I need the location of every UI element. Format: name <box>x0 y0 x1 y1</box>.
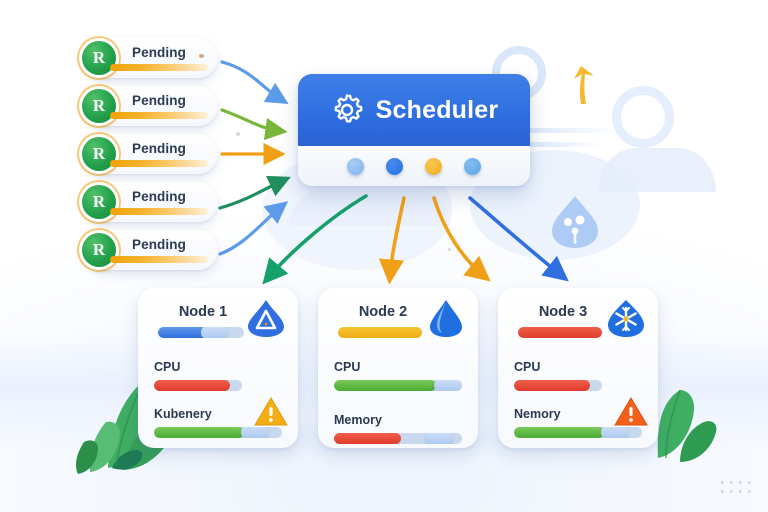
node-title: Node 2 <box>358 304 408 320</box>
water-droplet-icon <box>430 300 462 337</box>
metric-label-nemory: Nemory <box>514 407 561 421</box>
dot-blue[interactable] <box>386 157 403 175</box>
pod-progress-bar <box>110 256 208 263</box>
arrow-scheduler-to-node2a <box>378 196 406 285</box>
pending-pod-1[interactable]: R Pending <box>82 38 218 78</box>
node-header-fill <box>518 327 602 338</box>
metric-label-cpu: CPU <box>514 360 541 374</box>
metric-bar-cpu <box>334 380 462 391</box>
pending-pod-label: Pending <box>132 45 186 60</box>
pending-pod-label: Pending <box>132 141 186 156</box>
pending-pod-label: Pending <box>132 189 186 204</box>
scheduler-card[interactable]: Scheduler <box>298 74 530 186</box>
metric-knob-kubenery[interactable] <box>241 427 268 438</box>
arrow-pod4-to-scheduler <box>218 175 291 210</box>
node-title: Node 1 <box>178 304 228 320</box>
node-card-1[interactable]: Node 1 CPU Kubenery <box>138 288 298 448</box>
arrow-pod2-to-scheduler <box>220 108 288 141</box>
metric-fill-cpu <box>514 380 590 391</box>
pending-pod-2[interactable]: R Pending <box>82 86 218 126</box>
corner-dot-grid <box>721 481 751 493</box>
node-header-bar <box>518 327 602 338</box>
node-header-knob[interactable] <box>201 327 227 338</box>
metric-knob-memory[interactable] <box>426 433 453 444</box>
pending-pod-4[interactable]: R Pending <box>82 182 218 222</box>
metric-bar-cpu <box>514 380 602 391</box>
scheduler-status-dots <box>298 146 530 186</box>
metric-knob-cpu[interactable] <box>433 380 460 391</box>
pod-progress-bar <box>110 160 208 167</box>
pending-pod-label: Pending <box>132 93 186 108</box>
metric-bar-memory <box>334 433 462 444</box>
warning-triangle-yellow-icon <box>254 397 288 426</box>
pod-badge-icon: R <box>82 41 116 75</box>
arrow-pod1-to-scheduler <box>220 60 289 104</box>
pod-status-dot <box>199 54 204 58</box>
scheduler-header: Scheduler <box>298 74 530 146</box>
pod-progress-bar <box>110 208 208 215</box>
node-card-2[interactable]: Node 2 CPU Memory <box>318 288 478 448</box>
arrow-scheduler-to-node3 <box>468 196 569 282</box>
metric-knob-nemory[interactable] <box>601 427 628 438</box>
pod-progress-bar <box>110 64 208 71</box>
arrow-scheduler-to-node1 <box>262 194 368 285</box>
snowflake-badge-icon <box>608 300 644 337</box>
node-header-bar <box>338 327 422 338</box>
metric-label-memory: Memory <box>334 413 382 427</box>
metric-fill-cpu <box>154 380 230 391</box>
pod-progress-bar <box>110 112 208 119</box>
metric-fill-cpu <box>334 380 437 391</box>
metric-label-cpu: CPU <box>334 360 361 374</box>
speckle <box>448 248 451 251</box>
metric-bar-kubenery <box>154 427 282 438</box>
speckle <box>236 132 240 136</box>
metric-fill-kubenery <box>154 427 244 438</box>
arrow-pod5-to-scheduler <box>218 201 288 256</box>
metric-label-kubenery: Kubenery <box>154 407 212 421</box>
pending-pod-5[interactable]: R Pending <box>82 230 218 270</box>
warning-triangle-orange-icon <box>614 397 648 426</box>
node-card-3[interactable]: Node 3 CPU Nemory <box>498 288 658 448</box>
node-header-fill <box>338 327 422 338</box>
dot-amber[interactable] <box>425 157 442 175</box>
blue-triangle-icon <box>248 300 284 337</box>
node-header-fill <box>158 327 212 338</box>
scheduler-title: Scheduler <box>375 95 499 124</box>
node-header-bar <box>158 327 244 338</box>
dot-light-blue[interactable] <box>347 157 364 175</box>
metric-bar-cpu <box>154 380 242 391</box>
node-title: Node 3 <box>538 304 588 320</box>
metric-fill-memory <box>334 433 401 444</box>
metric-label-cpu: CPU <box>154 360 181 374</box>
dot-sky[interactable] <box>464 157 481 175</box>
arrow-scheduler-to-node2b <box>432 196 491 282</box>
pending-pod-label: Pending <box>132 237 186 252</box>
gear-icon <box>334 94 363 123</box>
metric-bar-nemory <box>514 427 642 438</box>
metric-fill-nemory <box>514 427 604 438</box>
pending-pod-3[interactable]: R Pending <box>82 134 218 174</box>
